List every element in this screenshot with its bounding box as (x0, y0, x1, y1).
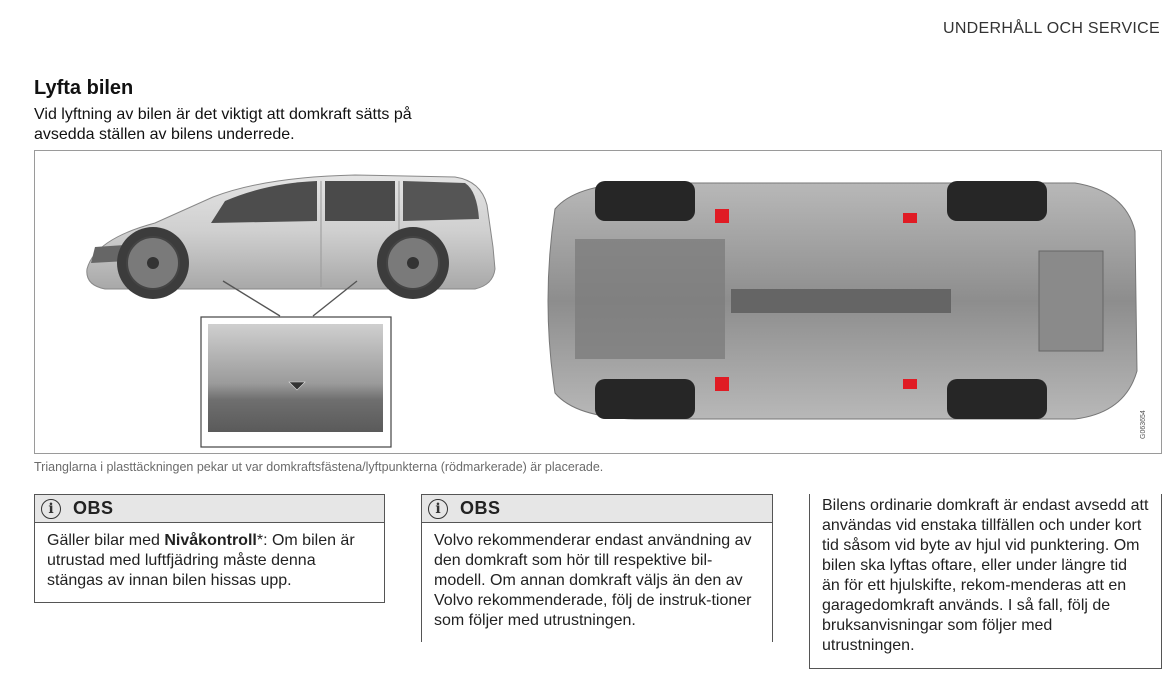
running-header: UNDERHÅLL OCH SERVICE (942, 20, 1160, 37)
info-icon: i (41, 498, 61, 519)
info-icon: i (428, 498, 448, 519)
lifting-point-front-left (715, 209, 729, 223)
obs-body: Gäller bilar med Nivåkontroll*: Om bilen… (35, 523, 384, 599)
obs-label: OBS (73, 498, 114, 518)
section-title: Lyfta bilen (34, 77, 134, 99)
obs-label: OBS (460, 498, 501, 518)
jack-usage-info: Bilens ordinarie domkraft är endast avse… (809, 494, 1162, 669)
car-side-view (86, 174, 496, 317)
obs-note-level-control: i OBS Gäller bilar med Nivåkontroll*: Om… (34, 494, 385, 603)
obs-header: i OBS (422, 494, 772, 523)
car-underside-view (547, 181, 1138, 420)
lifting-point-rear-left (903, 213, 917, 223)
level-control-term: Nivåkontroll (164, 532, 257, 549)
intro-text: Vid lyftning av bilen är det viktigt att… (34, 106, 412, 143)
obs-body-prefix: Gäller bilar med (47, 532, 165, 549)
triangle-marker-icon (288, 381, 306, 391)
lifting-point-rear-right (903, 379, 917, 389)
info-body: Bilens ordinarie domkraft är endast avse… (822, 497, 1149, 654)
obs-header: i OBS (35, 494, 384, 523)
obs-body-suffix: *: Om bilen är utrustad med luftfjädring… (47, 532, 355, 589)
obs-note-jack-recommendation: i OBS Volvo rekommenderar endast användn… (421, 494, 773, 642)
obs-body: Volvo rekommenderar endast användning av… (434, 532, 752, 629)
lifting-point-front-right (715, 377, 729, 391)
figure-caption: Trianglarna i plasttäckningen pekar ut v… (34, 460, 604, 474)
car-illustration: G063654 (86, 174, 1147, 448)
lifting-point-inset (200, 316, 392, 448)
lifting-points-figure: G063654 (34, 150, 1162, 454)
image-code: G063654 (1140, 410, 1147, 439)
